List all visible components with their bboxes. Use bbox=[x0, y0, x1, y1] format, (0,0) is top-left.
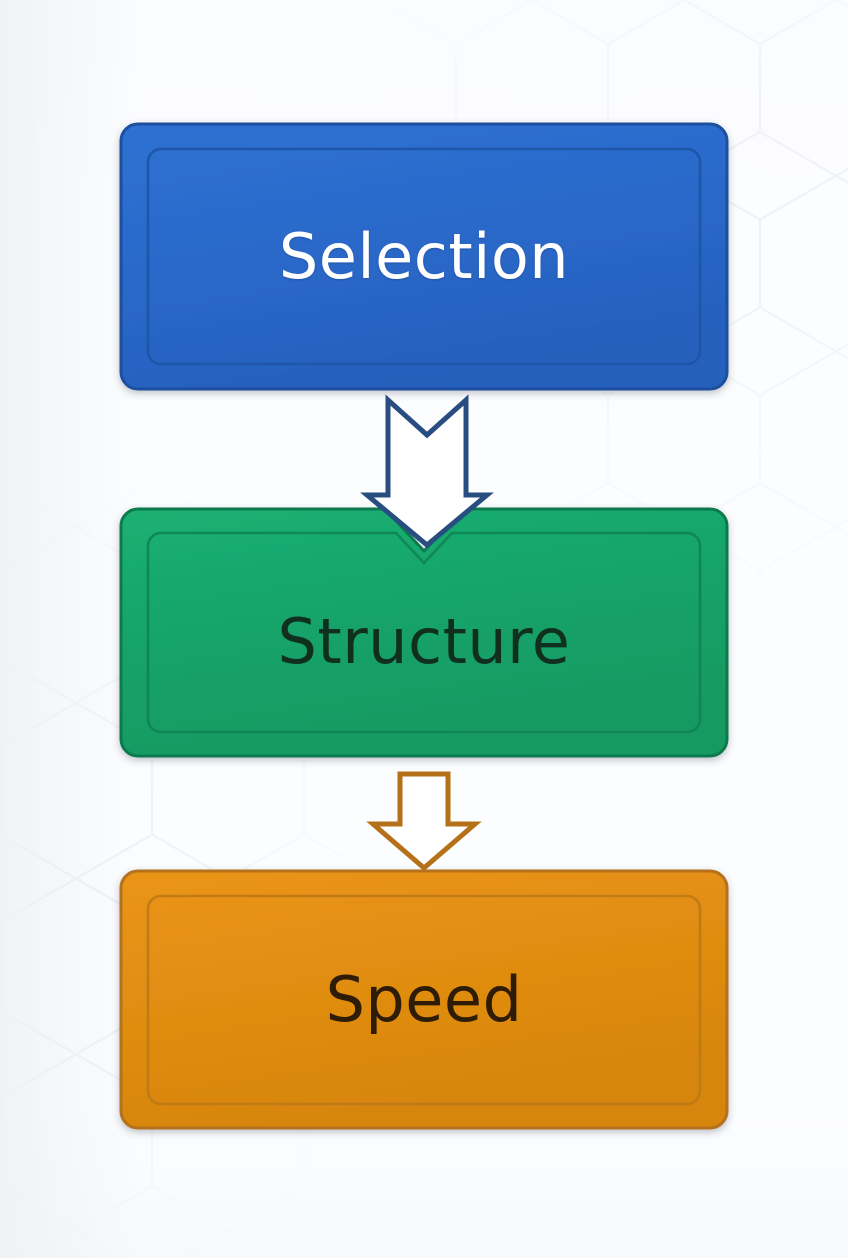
connector-structure-to-speed bbox=[0, 762, 848, 874]
speed-box-shape bbox=[119, 869, 729, 1130]
structure-box-shape bbox=[119, 507, 729, 758]
arrow-down-icon bbox=[366, 771, 482, 872]
structure-label: Structure bbox=[277, 604, 571, 678]
selection-box-shape bbox=[119, 122, 729, 391]
selection-label: Selection bbox=[278, 220, 570, 293]
flow-node-selection[interactable]: Selection bbox=[119, 122, 729, 392]
flow-node-structure[interactable]: Structure bbox=[119, 507, 729, 758]
flow-node-speed[interactable]: Speed bbox=[119, 869, 729, 1131]
speed-label: Speed bbox=[325, 963, 523, 1036]
